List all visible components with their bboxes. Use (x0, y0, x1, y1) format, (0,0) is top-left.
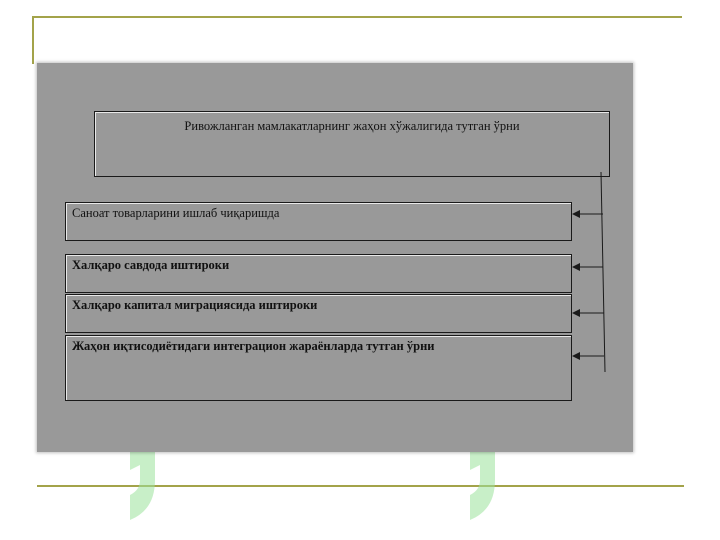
item-box-text: Саноат товарларини ишлаб чиқаришда (72, 206, 280, 220)
item-box-industrial: Саноат товарларини ишлаб чиқаришда (65, 202, 572, 241)
item-box-text: Халқаро капитал миграциясида иштироки (72, 298, 318, 312)
bottom-rule (37, 485, 684, 487)
left-rule (32, 16, 34, 64)
item-box-text: Халқаро савдода иштироки (72, 258, 230, 272)
item-box-trade: Халқаро савдода иштироки (65, 254, 572, 293)
watermark-logo-icon (470, 430, 495, 520)
item-box-text: Жаҳон иқтисодиётидаги интеграцион жараён… (72, 339, 435, 353)
connector-trunk (600, 171, 606, 373)
item-box-integration: Жаҳон иқтисодиётидаги интеграцион жараён… (65, 335, 572, 401)
watermark-logo-icon (130, 430, 155, 520)
top-box-text: Ривожланган мамлакатларнинг жаҳон хўжали… (184, 119, 520, 133)
top-box: Ривожланган мамлакатларнинг жаҳон хўжали… (94, 111, 610, 177)
top-rule (32, 16, 682, 18)
item-box-capital: Халқаро капитал миграциясида иштироки (65, 294, 572, 333)
